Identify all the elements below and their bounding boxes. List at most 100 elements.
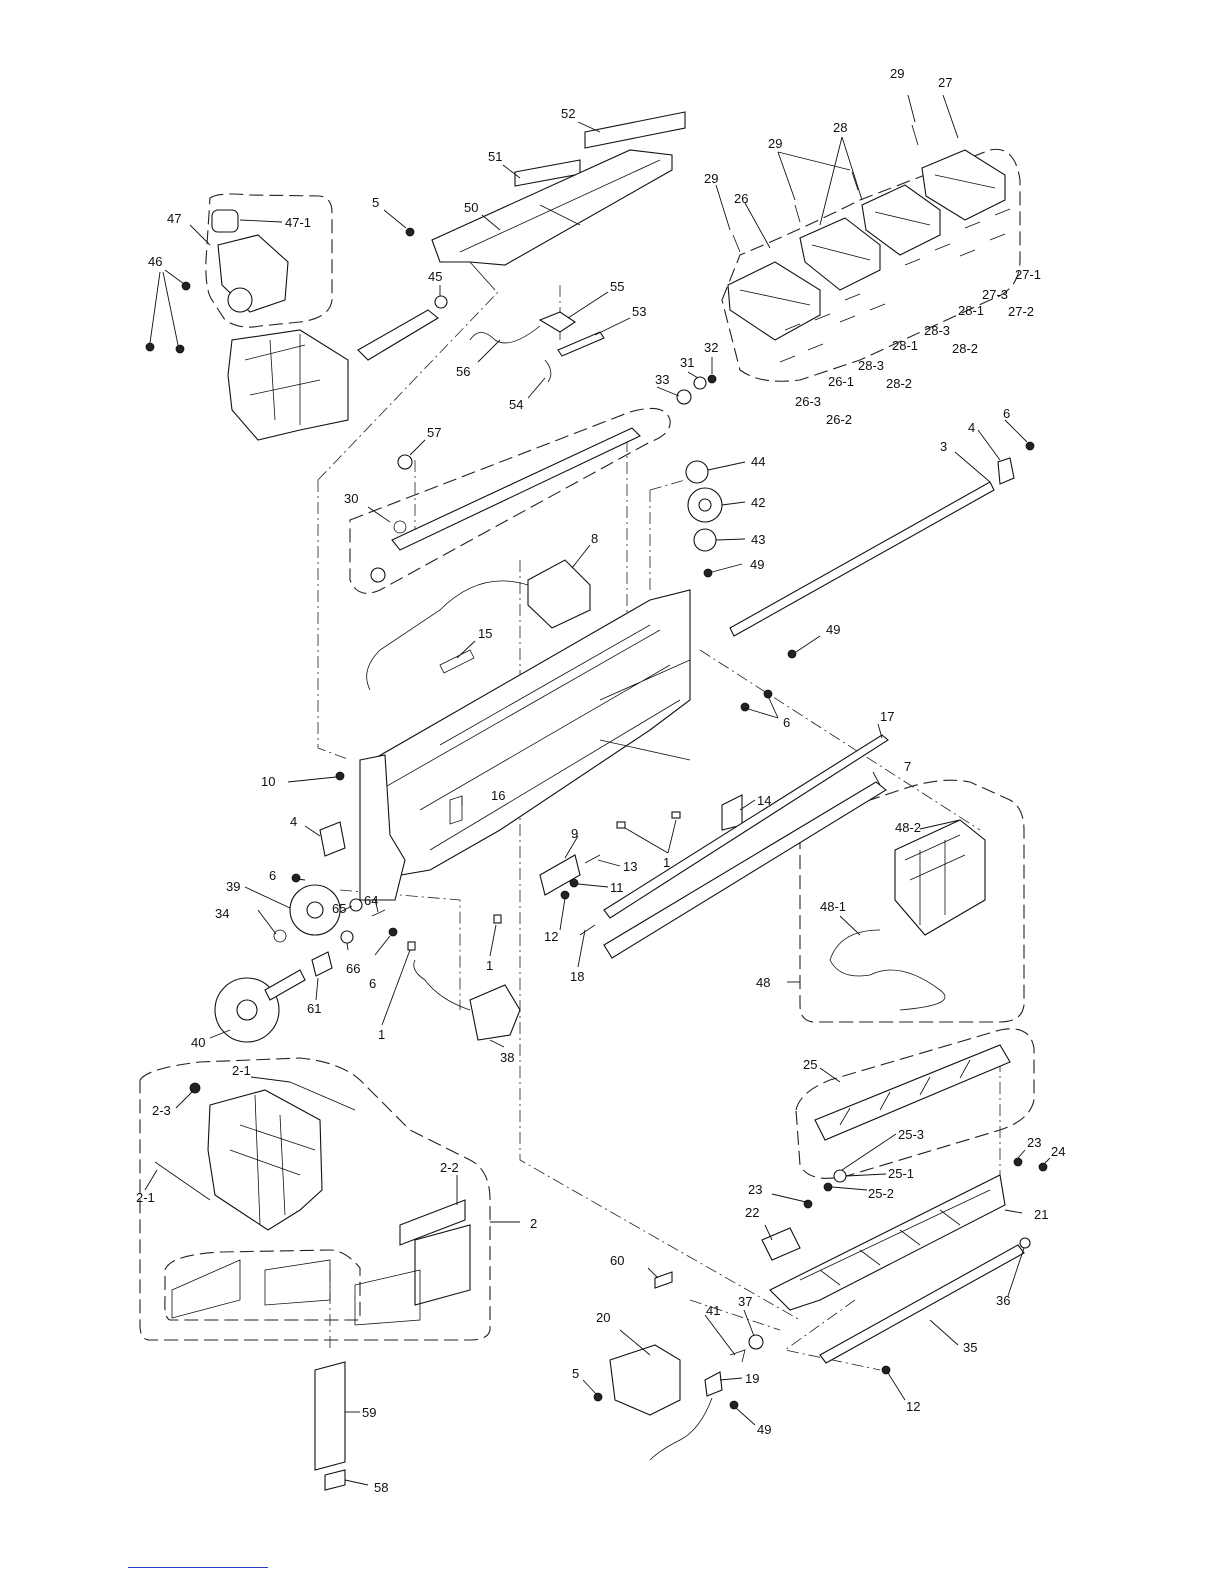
timing-belt-17 [603, 734, 889, 919]
callout-47-1: 47-1 [285, 215, 311, 230]
gear-40-shaft [264, 969, 306, 1001]
callout-28: 28 [833, 120, 847, 135]
roller-25-1 [833, 1169, 847, 1183]
callout-32: 32 [704, 340, 718, 355]
alignment-line [784, 1299, 881, 1371]
callout-26-1: 26-1 [828, 374, 854, 389]
bracket-61 [311, 951, 333, 977]
carriage-holder-2-detail [229, 1094, 316, 1226]
flap-details [739, 174, 996, 306]
flex-cable-2 [171, 1259, 421, 1326]
group-outline-2-inner [164, 1249, 361, 1321]
callout-28-1-b: 28-1 [892, 338, 918, 353]
screw-5b [593, 1392, 603, 1402]
flap-27 [921, 149, 1006, 221]
screw-11 [569, 878, 579, 888]
callout-labels: 52 51 50 5 47 47-1 46 45 55 53 56 54 32 … [136, 66, 1065, 1495]
callout-2-3: 2-3 [152, 1103, 171, 1118]
screw-46c [175, 344, 185, 354]
carriage-holder-2 [207, 1089, 323, 1231]
screw-49c [729, 1400, 739, 1410]
callout-22: 22 [745, 1205, 759, 1220]
screw-12a [560, 890, 570, 900]
spring-29c [851, 171, 859, 191]
group-outline-26-28 [721, 148, 1021, 382]
callout-18: 18 [570, 969, 584, 984]
bushing-36 [1019, 1237, 1031, 1249]
pad-1d [407, 941, 416, 951]
screw-23a [1013, 1157, 1023, 1167]
callout-55: 55 [610, 279, 624, 294]
callout-21: 21 [1034, 1207, 1048, 1222]
clip-30 [393, 520, 407, 534]
guide-25 [814, 1044, 1011, 1141]
callout-61: 61 [307, 1001, 321, 1016]
callout-54: 54 [509, 397, 523, 412]
screw-23b [803, 1199, 813, 1209]
callout-25-3: 25-3 [898, 1127, 924, 1142]
gear-43 [693, 528, 717, 552]
spring-18 [579, 924, 596, 936]
callout-25: 25 [803, 1057, 817, 1072]
bracket-20 [609, 1344, 681, 1416]
flap-28a [799, 217, 881, 291]
roller-35 [819, 1244, 1025, 1364]
callout-48: 48 [756, 975, 770, 990]
bushing-37 [748, 1334, 764, 1350]
bushing-66 [340, 930, 354, 944]
end-bearing-30 [370, 567, 386, 583]
group-outline-25 [795, 1028, 1035, 1179]
callout-20: 20 [596, 1310, 610, 1325]
callout-10: 10 [261, 774, 275, 789]
callout-6-d: 6 [369, 976, 376, 991]
callout-48-2: 48-2 [895, 820, 921, 835]
callout-2-2: 2-2 [440, 1160, 459, 1175]
gear-44 [685, 460, 709, 484]
callout-25-2: 25-2 [868, 1186, 894, 1201]
callout-27-3: 27-3 [982, 287, 1008, 302]
callout-9: 9 [571, 826, 578, 841]
screw-12b [881, 1365, 891, 1375]
cable-19 [649, 1397, 713, 1461]
callout-40: 40 [191, 1035, 205, 1050]
clip-34 [273, 929, 287, 943]
callout-28-1-a: 28-1 [958, 303, 984, 318]
callout-23-b: 23 [748, 1182, 762, 1197]
screw-2-3 [189, 1082, 201, 1094]
callout-46: 46 [148, 254, 162, 269]
callout-49-c: 49 [757, 1422, 771, 1437]
upper-rail-50 [431, 149, 673, 266]
bearing-33 [676, 389, 692, 405]
group-outline-30 [349, 407, 671, 594]
clip-32 [707, 374, 717, 384]
callout-1-b: 1 [486, 958, 493, 973]
shaft-3 [729, 481, 995, 637]
footer-rule [128, 1567, 268, 1568]
callout-52: 52 [561, 106, 575, 121]
callout-5: 5 [372, 195, 379, 210]
screw-10 [335, 771, 345, 781]
gear-40-hub [236, 999, 258, 1021]
callout-27-2: 27-2 [1008, 304, 1034, 319]
callout-51: 51 [488, 149, 502, 164]
bracket-4a [319, 821, 346, 857]
callout-2-1-a: 2-1 [232, 1063, 251, 1078]
housing-46 [227, 329, 349, 441]
callout-16: 16 [491, 788, 505, 803]
alignment-line [689, 1299, 781, 1331]
callout-56: 56 [456, 364, 470, 379]
housing-46-detail [244, 334, 321, 425]
group-outline-47 [205, 193, 333, 328]
guide-25-detail [839, 1059, 971, 1126]
pad-1a [616, 821, 626, 829]
gear-65 [349, 898, 363, 912]
roller-47-1 [211, 209, 239, 233]
callout-26-3: 26-3 [795, 394, 821, 409]
callout-49-b: 49 [826, 622, 840, 637]
callout-41: 41 [706, 1303, 720, 1318]
screw-46b [145, 342, 155, 352]
pad-1b [671, 811, 681, 819]
callout-13: 13 [623, 859, 637, 874]
screw-6c [763, 689, 773, 699]
callout-44: 44 [751, 454, 765, 469]
